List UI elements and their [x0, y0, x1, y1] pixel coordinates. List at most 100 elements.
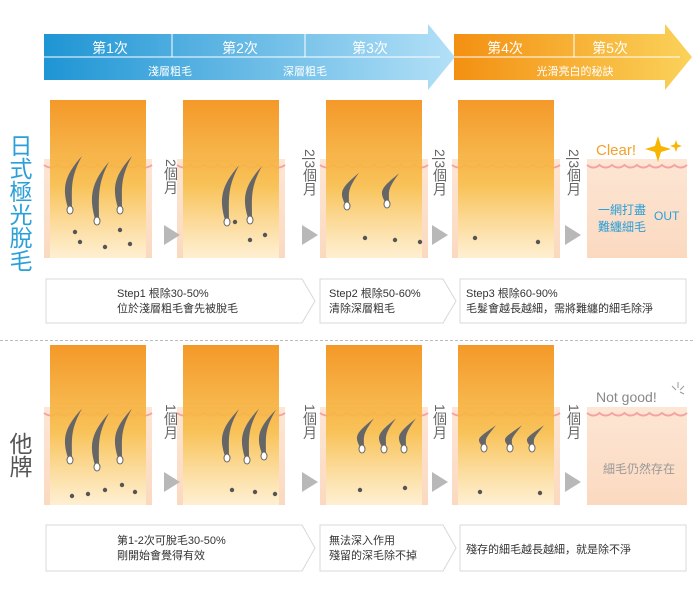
not-good-badge: Not good!	[596, 389, 657, 405]
result-out: OUT	[654, 209, 680, 223]
row-label-japanese-laser: 日式極光脫毛	[6, 134, 32, 272]
top-step-1-line2: 位於淺層粗毛會先被脫毛	[117, 303, 238, 315]
laser-light-beam	[458, 100, 554, 258]
stage-1-label: 第1次	[92, 40, 128, 56]
result-line-stubborn-fine-hair: 難纏細毛	[598, 220, 647, 234]
hair-strand	[526, 425, 544, 453]
interval-top-1: 2個月	[163, 159, 179, 195]
hair-root-dot	[72, 229, 78, 235]
interval-top-2: 2|3個月	[302, 149, 318, 197]
top-step-3-line2: 毛髮會越長越細，需將難纏的細毛除淨	[466, 303, 653, 315]
result-fine-hair-remains: 細毛仍然存在	[603, 462, 676, 476]
hair-root-dot	[417, 239, 423, 245]
bottom-step-2-line2: 殘留的深毛除不掉	[329, 550, 417, 562]
result-skin-block	[587, 159, 687, 258]
hair-root-dot	[392, 237, 398, 243]
hair-strand	[114, 408, 132, 465]
laser-light-beam	[326, 100, 422, 258]
stage-banner	[44, 24, 692, 90]
interval-bottom-3: 1個月	[432, 404, 448, 440]
bottom-step-3-line1: 殘存的細毛越長越細，就是除不淨	[466, 544, 631, 556]
stage-2-label: 第2次	[222, 40, 258, 56]
laser-light-beam	[326, 345, 422, 505]
hair-root-dot	[229, 487, 235, 493]
next-arrow-icon	[432, 225, 448, 245]
next-arrow-icon	[432, 472, 448, 492]
hair-strand	[64, 408, 82, 465]
bottom-step-1-line1: 第1-2次可脫毛30-50%	[117, 535, 226, 547]
hair-root-dot	[362, 235, 368, 241]
hair-root-dot	[247, 237, 253, 243]
next-arrow-icon	[565, 472, 581, 492]
hair-root-dot	[272, 491, 278, 497]
hair-root-dot	[127, 241, 133, 247]
hair-root-dot	[232, 219, 238, 225]
deep-hair-label: 深層粗毛	[283, 66, 327, 78]
laser-light-beam	[458, 345, 554, 505]
hair-root-dot	[472, 235, 478, 241]
hair-root-dot	[102, 487, 108, 493]
laser-light-beam	[50, 345, 146, 505]
hair-root-dot	[102, 244, 108, 250]
hair-strand	[356, 418, 374, 454]
smooth-secret-label: 光滑亮白的秘訣	[536, 66, 614, 78]
hair-strand	[114, 156, 132, 215]
hair-root-dot	[537, 490, 543, 496]
top-step-2-line2: 清除深層粗毛	[329, 303, 395, 315]
hair-strand	[244, 166, 262, 225]
hair-strand	[241, 408, 259, 465]
hair-strand	[221, 165, 239, 227]
sparkle-icon	[645, 136, 682, 162]
hair-strand	[221, 409, 239, 463]
next-arrow-icon	[164, 472, 180, 492]
hair-strand	[91, 161, 109, 226]
top-step-2-line1: Step2 根除50-60%	[329, 288, 421, 300]
section-divider	[0, 340, 693, 341]
hair-strand	[478, 425, 496, 453]
top-step-1-line1: Step1 根除30-50%	[117, 288, 209, 300]
burst-icon	[671, 382, 685, 395]
hair-root-dot	[477, 489, 483, 495]
next-arrow-icon	[302, 472, 318, 492]
hair-root-dot	[535, 239, 541, 245]
shallow-hair-label: 淺層粗毛	[148, 66, 192, 78]
hair-strand	[64, 156, 82, 215]
stage-3-label: 第3次	[352, 40, 388, 56]
next-arrow-icon	[302, 225, 318, 245]
hair-root-dot	[132, 489, 138, 495]
hair-root-dot	[117, 227, 123, 233]
skin-surface	[586, 163, 688, 169]
clear-badge: Clear!	[596, 142, 637, 159]
hair-strand	[258, 409, 276, 461]
bottom-step-2-line1: 無法深入作用	[329, 535, 395, 547]
hair-strand	[378, 418, 396, 454]
bottom-step-1-line2: 剛開始會覺得有效	[117, 550, 205, 562]
interval-bottom-2: 1個月	[302, 404, 318, 440]
next-arrow-icon	[164, 225, 180, 245]
row-label-other-brand: 他牌	[6, 432, 32, 478]
hair-strand	[91, 413, 109, 472]
hair-root-dot	[357, 487, 363, 493]
result-line-catch-all: 一網打盡	[598, 203, 647, 217]
hair-root-dot	[77, 239, 83, 245]
interval-bottom-4: 1個月	[566, 404, 582, 440]
hair-strand	[341, 172, 359, 211]
hair-root-dot	[85, 491, 91, 497]
interval-top-4: 2|3個月	[566, 149, 582, 197]
interval-bottom-1: 1個月	[163, 404, 179, 440]
result-skin-block	[587, 407, 687, 505]
hair-strand	[381, 173, 399, 209]
hair-root-dot	[119, 482, 125, 488]
hair-root-dot	[262, 232, 268, 238]
hair-strand	[398, 418, 416, 454]
hair-root-dot	[402, 485, 408, 491]
next-arrow-icon	[565, 225, 581, 245]
top-step-3-line1: Step3 根除60-90%	[466, 288, 558, 300]
skin-surface	[586, 411, 688, 417]
stage-5-label: 第5次	[592, 40, 628, 56]
hair-strand	[504, 425, 522, 453]
hair-root-dot	[69, 493, 75, 499]
stage-4-label: 第4次	[487, 40, 523, 56]
